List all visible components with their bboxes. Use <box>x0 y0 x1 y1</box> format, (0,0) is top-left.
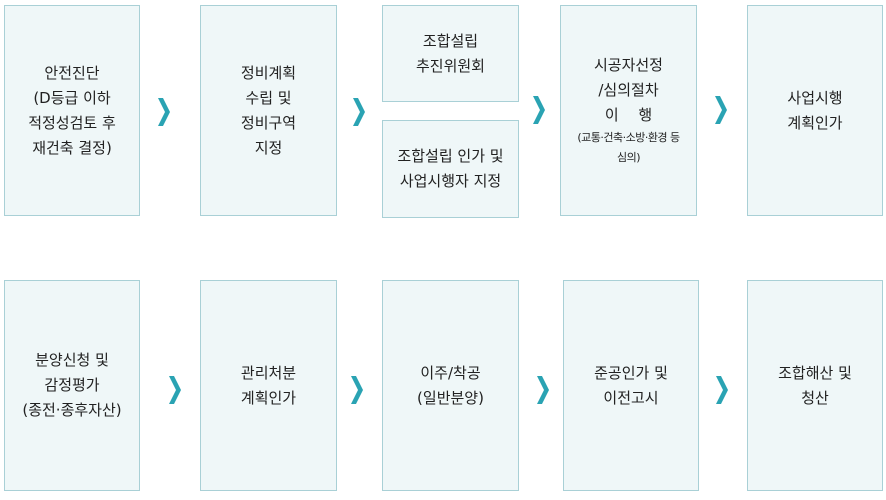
step-text-line: 이 행 <box>604 106 653 124</box>
step-text-line: 정비계획 <box>240 63 297 82</box>
chevron-right-icon <box>709 92 733 128</box>
step-text-line: 추진위원회 <box>415 56 485 75</box>
step-promotion-committee-box: 조합설립 추진위원회 <box>382 5 519 102</box>
step-relocation-construction-box: 이주/착공 (일반분양) <box>382 280 519 491</box>
step-management-disposal-box: 관리처분 계획인가 <box>200 280 337 491</box>
step-dissolution-box: 조합해산 및 청산 <box>747 280 883 491</box>
step-text-line: 조합설립 인가 및 <box>397 147 504 165</box>
step-text-line: (D등급 이하 <box>33 88 111 107</box>
step-text-line: 이전고시 <box>603 388 659 407</box>
step-note-line: (교통·건축·소방·환경 등 <box>577 131 680 144</box>
chevron-right-icon <box>163 372 187 408</box>
step-text-line: 시공자선정 <box>593 56 663 74</box>
step-text-line: 감정평가 <box>44 376 100 394</box>
step-text-line: 관리처분 <box>240 363 297 382</box>
step-text-line: /심의절차 <box>598 81 659 99</box>
step-text-line: 조합해산 및 <box>778 363 852 382</box>
step-completion-approval-box: 준공인가 및 이전고시 <box>563 280 699 491</box>
step-text-line: 청산 <box>801 388 829 407</box>
step-association-approval-box: 조합설립 인가 및 사업시행자 지정 <box>382 120 519 218</box>
step-project-approval-box: 사업시행 계획인가 <box>747 5 883 216</box>
step-text-line: 분양신청 및 <box>35 351 109 369</box>
step-note-line: 심의) <box>616 151 641 164</box>
chevron-right-icon <box>152 94 176 130</box>
step-text-line: 조합설립 <box>422 31 479 50</box>
step-text-line: 사업시행 <box>787 88 843 107</box>
step-text-line: 적정성검토 후 <box>28 113 116 132</box>
step-contractor-selection-box: 시공자선정 /심의절차 이 행 (교통·건축·소방·환경 등 심의) <box>560 5 697 216</box>
step-text-line: 정비구역 <box>240 113 297 132</box>
step-sale-application-box: 분양신청 및 감정평가 (종전·종후자산) <box>4 280 140 491</box>
step-text-line: 준공인가 및 <box>594 363 668 382</box>
chevron-right-icon <box>710 372 734 408</box>
step-maintenance-plan-box: 정비계획 수립 및 정비구역 지정 <box>200 5 337 216</box>
chevron-right-icon <box>531 372 555 408</box>
step-text-line: (일반분양) <box>417 388 484 407</box>
step-text-line: 재건축 결정) <box>32 138 112 157</box>
step-text-line: 계획인가 <box>240 388 297 407</box>
chevron-right-icon <box>345 372 369 408</box>
step-text-line: 수립 및 <box>245 88 292 107</box>
step-text-line: 이주/착공 <box>420 363 481 382</box>
step-safety-diagnosis-box: 안전진단 (D등급 이하 적정성검토 후 재건축 결정) <box>4 5 140 216</box>
step-text-line: (종전·종후자산) <box>22 401 122 419</box>
chevron-right-icon <box>527 92 551 128</box>
step-text-line: 안전진단 <box>44 63 100 82</box>
chevron-right-icon <box>347 94 371 130</box>
step-text-line: 사업시행자 지정 <box>399 172 502 190</box>
step-text-line: 지정 <box>254 138 283 157</box>
step-text-line: 계획인가 <box>787 113 843 132</box>
